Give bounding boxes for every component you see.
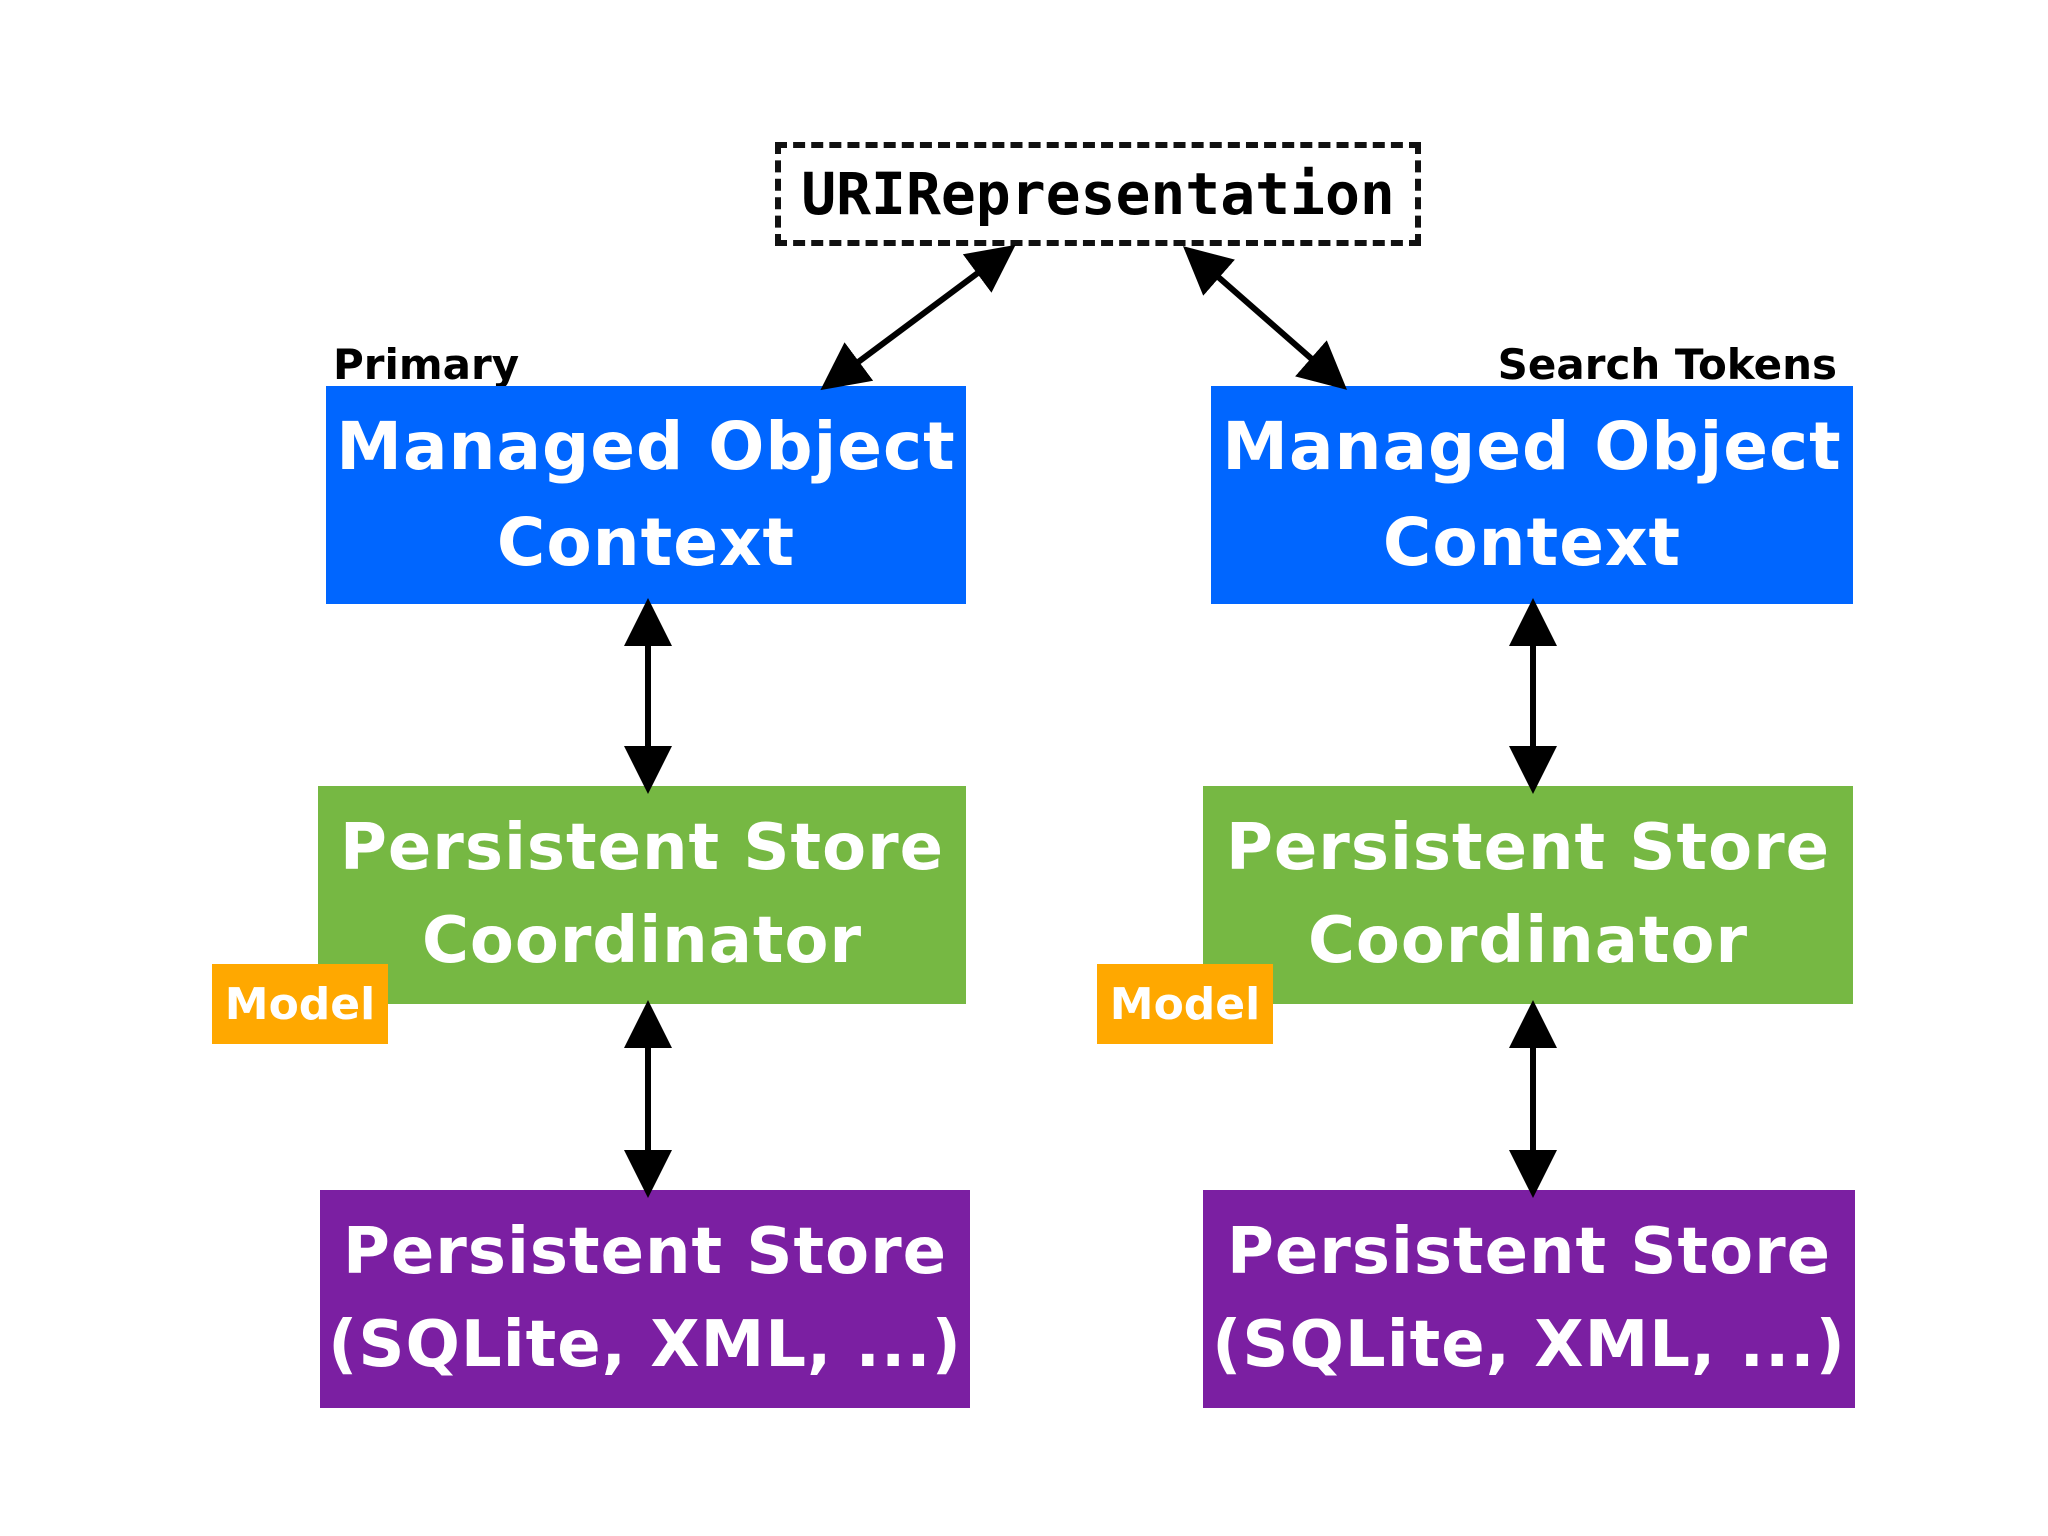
left-model-badge: Model [212,964,388,1044]
left-moc-line2: Context [496,504,796,581]
right-moc-line2: Context [1382,504,1682,581]
right-ps-line2: (SQLite, XML, ...) [1212,1308,1846,1382]
left-ps-line2: (SQLite, XML, ...) [328,1308,962,1382]
right-psc-line1: Persistent Store [1225,811,1831,886]
arrow-uri-to-right-moc [1182,246,1348,390]
left-ps-line1: Persistent Store [342,1215,948,1290]
left-persistent-store-box: Persistent Store (SQLite, XML, ...) [320,1190,970,1408]
left-psc-line2: Coordinator [421,904,863,978]
uri-representation-label: URIRepresentation [801,160,1395,228]
uri-representation-box: URIRepresentation [775,142,1421,246]
arrow-uri-to-left-moc [820,244,1016,391]
right-managed-object-context-box: Managed Object Context [1211,386,1853,604]
primary-caption: Primary [333,340,520,389]
left-moc-line1: Managed Object [336,408,956,486]
right-persistent-store-coordinator-box: Persistent Store Coordinator [1203,786,1853,1004]
right-ps-line1: Persistent Store [1226,1215,1832,1290]
left-psc-line1: Persistent Store [339,811,945,886]
right-persistent-store-box: Persistent Store (SQLite, XML, ...) [1203,1190,1855,1408]
search-tokens-caption: Search Tokens [1497,340,1837,389]
left-managed-object-context-box: Managed Object Context [326,386,966,604]
right-model-badge: Model [1097,964,1273,1044]
right-psc-line2: Coordinator [1307,904,1749,978]
left-persistent-store-coordinator-box: Persistent Store Coordinator [318,786,966,1004]
right-moc-line1: Managed Object [1222,408,1842,486]
